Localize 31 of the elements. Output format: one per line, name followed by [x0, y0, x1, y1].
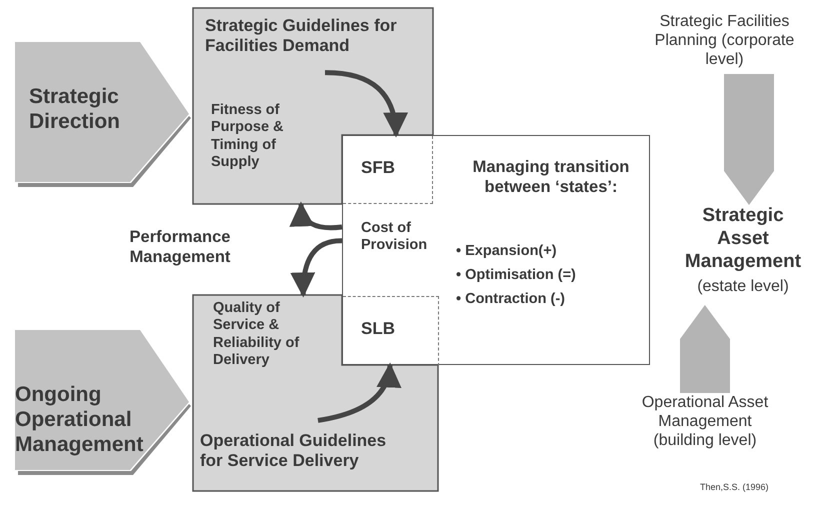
bullet-item: • Contraction (-)	[456, 291, 566, 308]
pentagon-arrow-shape	[15, 330, 191, 475]
curved-arrow	[290, 202, 342, 230]
curved-arrow	[318, 362, 400, 423]
shape-label: Ongoing Operational Management	[15, 382, 144, 458]
level-label: (estate level)	[696, 277, 790, 296]
block-arrow	[680, 305, 730, 393]
curved-arrow	[290, 238, 342, 298]
box-text: Fitness of Purpose & Timing of Supply	[211, 102, 285, 172]
transition-box	[342, 135, 650, 365]
curved-arrow	[324, 70, 408, 138]
level-label: Strategic Facilities Planning (corporate level)	[654, 12, 796, 70]
bullet-item: • Optimisation (=)	[456, 267, 577, 284]
box-label: SLB	[361, 319, 396, 340]
box-heading: Operational Guidelines for Service Delivery	[200, 431, 388, 472]
shape-label: Strategic Direction	[29, 84, 122, 134]
bullet-item: • Expansion(+)	[456, 243, 558, 260]
guideline-box	[193, 295, 438, 491]
guideline-box	[193, 8, 433, 204]
dashed-box	[343, 136, 433, 204]
citation: Then,S.S. (1996)	[700, 482, 770, 493]
level-label: Operational Asset Management (building level)	[640, 393, 770, 451]
box-heading: Managing transition between ‘states’:	[472, 158, 630, 198]
pentagon-arrow-shape	[15, 42, 191, 187]
level-heading: Strategic Asset Management	[684, 205, 802, 274]
box-heading: Strategic Guidelines for Facilities Demand	[205, 16, 398, 57]
box-label: SFB	[361, 158, 396, 178]
side-label: Performance Management	[128, 228, 232, 268]
box-text: Quality of Service & Reliability of Delivery	[213, 300, 300, 370]
box-text: Cost of Provision	[361, 220, 428, 255]
block-arrow	[724, 74, 774, 205]
